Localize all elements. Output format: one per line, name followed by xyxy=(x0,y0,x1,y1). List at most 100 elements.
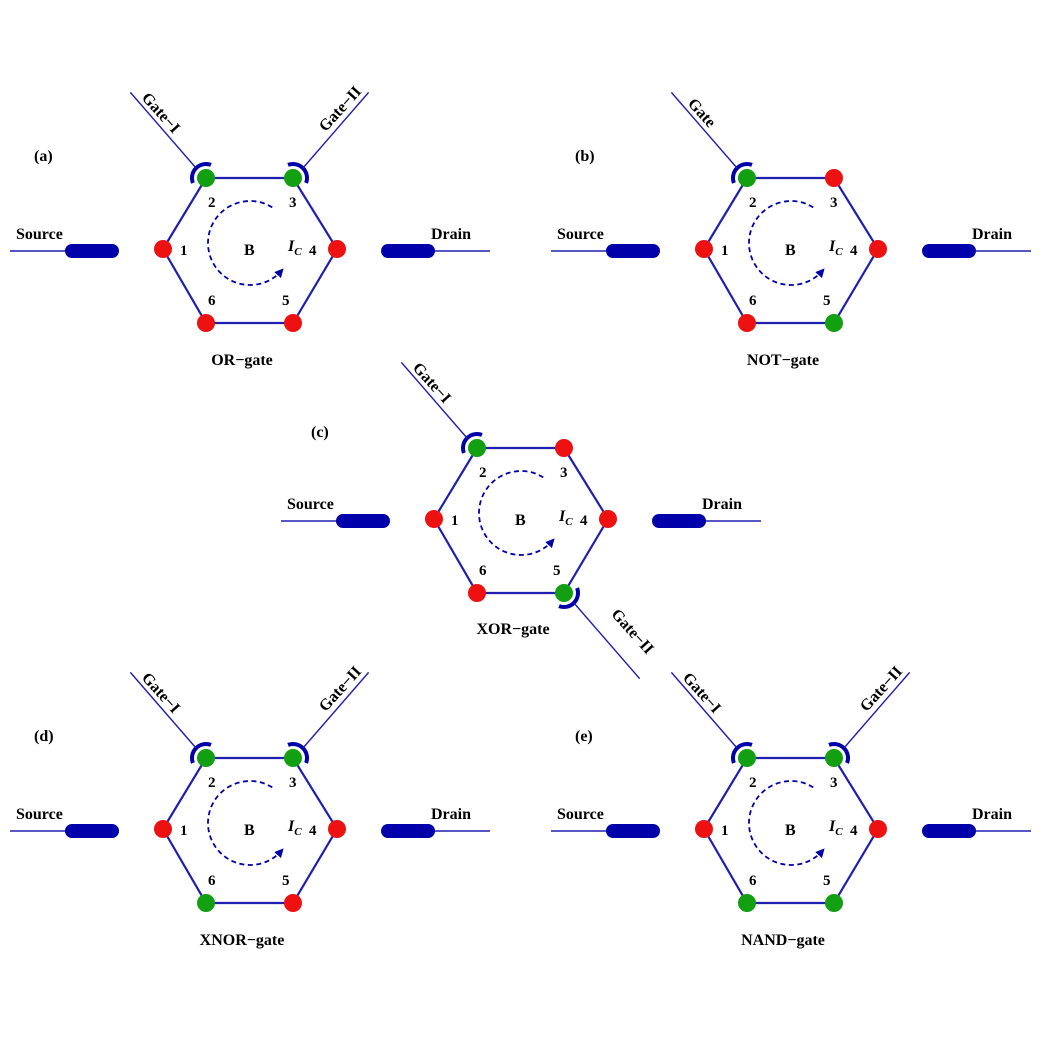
drain-lead xyxy=(652,514,706,528)
current-label: IC xyxy=(287,238,302,258)
site-number-1: 1 xyxy=(451,513,459,529)
site-number-3: 3 xyxy=(289,195,297,211)
current-label: IC xyxy=(828,238,843,258)
drain-lead xyxy=(381,824,435,838)
site-number-6: 6 xyxy=(208,293,216,309)
panel-caption: OR−gate xyxy=(211,352,273,369)
site-number-2: 2 xyxy=(208,775,216,791)
source-label: Source xyxy=(287,496,334,513)
magnetic-field-label: B xyxy=(785,242,796,259)
site-4-red xyxy=(328,820,346,838)
panel-letter: (e) xyxy=(575,728,593,745)
source-lead xyxy=(65,244,119,258)
drain-label: Drain xyxy=(702,496,742,513)
site-number-1: 1 xyxy=(180,823,188,839)
site-6-red xyxy=(738,314,756,332)
site-2-green xyxy=(738,749,756,767)
gate-wire xyxy=(302,91,370,169)
site-number-2: 2 xyxy=(208,195,216,211)
site-4-red xyxy=(599,510,617,528)
current-label: IC xyxy=(558,508,573,528)
panel-caption: NAND−gate xyxy=(741,932,825,949)
gate-label-2: Gate−II xyxy=(316,663,365,715)
site-number-4: 4 xyxy=(309,823,317,839)
site-4-red xyxy=(869,240,887,258)
gate-electrode xyxy=(828,742,850,764)
gate-electrode xyxy=(558,587,580,609)
drain-label: Drain xyxy=(431,226,471,243)
site-number-3: 3 xyxy=(830,775,838,791)
site-4-red xyxy=(869,820,887,838)
circulating-current-arrow xyxy=(207,200,284,286)
site-6-green xyxy=(738,894,756,912)
gate-label-1: Gate−I xyxy=(409,360,454,407)
magnetic-field-label: B xyxy=(785,822,796,839)
gate-label-1: Gate−I xyxy=(138,670,183,717)
panel-caption: XOR−gate xyxy=(476,621,549,638)
source-lead xyxy=(606,244,660,258)
panel-letter: (b) xyxy=(575,148,595,165)
gate-wire xyxy=(573,602,641,680)
gate-wire xyxy=(302,671,370,749)
site-5-green xyxy=(825,894,843,912)
site-number-3: 3 xyxy=(830,195,838,211)
site-1-red xyxy=(695,240,713,258)
circulating-current-arrow xyxy=(748,200,825,286)
circulating-current-arrow xyxy=(478,470,555,556)
site-6-green xyxy=(197,894,215,912)
drain-lead xyxy=(922,824,976,838)
site-3-green xyxy=(284,749,302,767)
site-number-4: 4 xyxy=(580,513,588,529)
site-number-5: 5 xyxy=(553,563,561,579)
site-number-3: 3 xyxy=(289,775,297,791)
site-5-green xyxy=(825,314,843,332)
circulating-current-arrow xyxy=(748,780,825,866)
site-number-6: 6 xyxy=(749,293,757,309)
site-number-5: 5 xyxy=(823,873,831,889)
site-number-2: 2 xyxy=(479,465,487,481)
site-number-1: 1 xyxy=(180,243,188,259)
site-2-green xyxy=(468,439,486,457)
site-number-6: 6 xyxy=(749,873,757,889)
site-number-5: 5 xyxy=(823,293,831,309)
site-number-1: 1 xyxy=(721,243,729,259)
panel-letter: (d) xyxy=(34,728,54,745)
gate-wire xyxy=(129,671,197,749)
panel-caption: NOT−gate xyxy=(747,352,819,369)
source-label: Source xyxy=(16,226,63,243)
magnetic-field-label: B xyxy=(515,512,526,529)
site-5-green xyxy=(555,584,573,602)
gate-electrode xyxy=(461,432,483,454)
gate-label-2: Gate−II xyxy=(316,83,365,135)
panel-letter: (a) xyxy=(34,148,53,165)
drain-lead xyxy=(922,244,976,258)
source-lead xyxy=(336,514,390,528)
drain-label: Drain xyxy=(972,806,1012,823)
source-lead xyxy=(65,824,119,838)
site-5-red xyxy=(284,314,302,332)
gate-wire xyxy=(843,671,911,749)
gate-electrode xyxy=(731,162,753,184)
site-2-green xyxy=(197,169,215,187)
site-2-green xyxy=(738,169,756,187)
gate-electrode xyxy=(190,742,212,764)
gate-label-1: Gate−I xyxy=(679,670,724,717)
gate-electrode xyxy=(731,742,753,764)
panel-letter: (c) xyxy=(311,424,329,441)
gate-wire xyxy=(129,91,197,169)
circulating-current-arrow xyxy=(207,780,284,866)
source-label: Source xyxy=(16,806,63,823)
source-label: Source xyxy=(557,806,604,823)
drain-lead xyxy=(381,244,435,258)
site-4-red xyxy=(328,240,346,258)
site-number-6: 6 xyxy=(208,873,216,889)
current-label: IC xyxy=(828,818,843,838)
site-number-3: 3 xyxy=(560,465,568,481)
drain-label: Drain xyxy=(972,226,1012,243)
gate-label-1: Gate−I xyxy=(138,90,183,137)
site-6-red xyxy=(468,584,486,602)
